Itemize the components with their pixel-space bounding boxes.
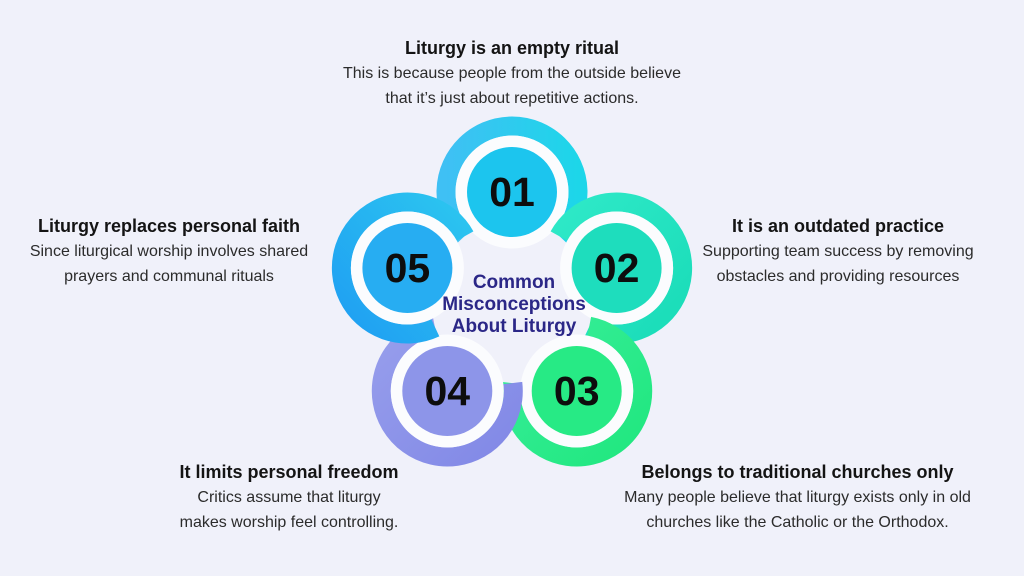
petal-02: 02 [550, 192, 693, 344]
callout-heading: Liturgy is an empty ritual [404, 38, 620, 58]
callout-body-line: Supporting team success by removing [702, 243, 974, 260]
callout-body-line: obstacles and providing resources [716, 268, 960, 285]
callout-heading: Liturgy replaces personal faith [37, 216, 301, 236]
callout-body-line: that it’s just about repetitive actions. [385, 90, 639, 107]
callout-outdated-practice: It is an outdated practice Supporting te… [668, 214, 1008, 289]
petal-02-ring [550, 192, 693, 344]
petal-04-circle [402, 346, 493, 436]
callout-body-line: Since liturgical worship involves shared [29, 243, 309, 260]
callout-heading: It is an outdated practice [731, 216, 945, 236]
petal-04: 04 [371, 316, 523, 467]
callout-limits-freedom: It limits personal freedom Critics assum… [133, 460, 445, 535]
callout-heading: Belongs to traditional churches only [641, 462, 954, 482]
petal-03: 03 [501, 316, 653, 467]
petal-04-number: 04 [424, 368, 470, 414]
diagram-title-line: Common [472, 272, 556, 293]
callout-empty-ritual: Liturgy is an empty ritual This is becau… [292, 36, 732, 111]
petal-03-number: 03 [554, 368, 600, 414]
petal-02-number: 02 [594, 245, 640, 291]
callout-body-line: makes worship feel controlling. [179, 514, 399, 531]
petal-05-ring [331, 192, 474, 344]
callout-body-line: prayers and communal rituals [64, 268, 274, 285]
petal-01-circle [467, 147, 557, 237]
petal-01-ring [436, 116, 588, 244]
petal-01-number: 01 [489, 169, 535, 215]
callout-heading: It limits personal freedom [179, 462, 399, 482]
callout-traditional-churches: Belongs to traditional churches only Man… [580, 460, 1015, 535]
diagram-title: Common Misconceptions About Liturgy [429, 272, 599, 338]
petal-04-ring [371, 316, 523, 467]
petal-05: 05 [331, 192, 474, 344]
petal-02-circle [571, 223, 662, 313]
callout-replaces-faith: Liturgy replaces personal faith Since li… [3, 214, 335, 289]
petal-05-number: 05 [385, 245, 431, 291]
callout-body-line: Many people believe that liturgy exists … [624, 489, 971, 506]
callout-body-line: Critics assume that liturgy [197, 489, 381, 506]
diagram-title-line: Misconceptions [442, 294, 586, 315]
petal-03-circle [531, 346, 622, 436]
petal-01: 01 [436, 116, 588, 249]
callout-body-line: churches like the Catholic or the Orthod… [646, 514, 949, 531]
petal-03-ring [501, 316, 653, 467]
petal-05-circle [362, 223, 453, 313]
callout-body-line: This is because people from the outside … [343, 65, 681, 82]
diagram-title-line: About Liturgy [451, 316, 577, 337]
